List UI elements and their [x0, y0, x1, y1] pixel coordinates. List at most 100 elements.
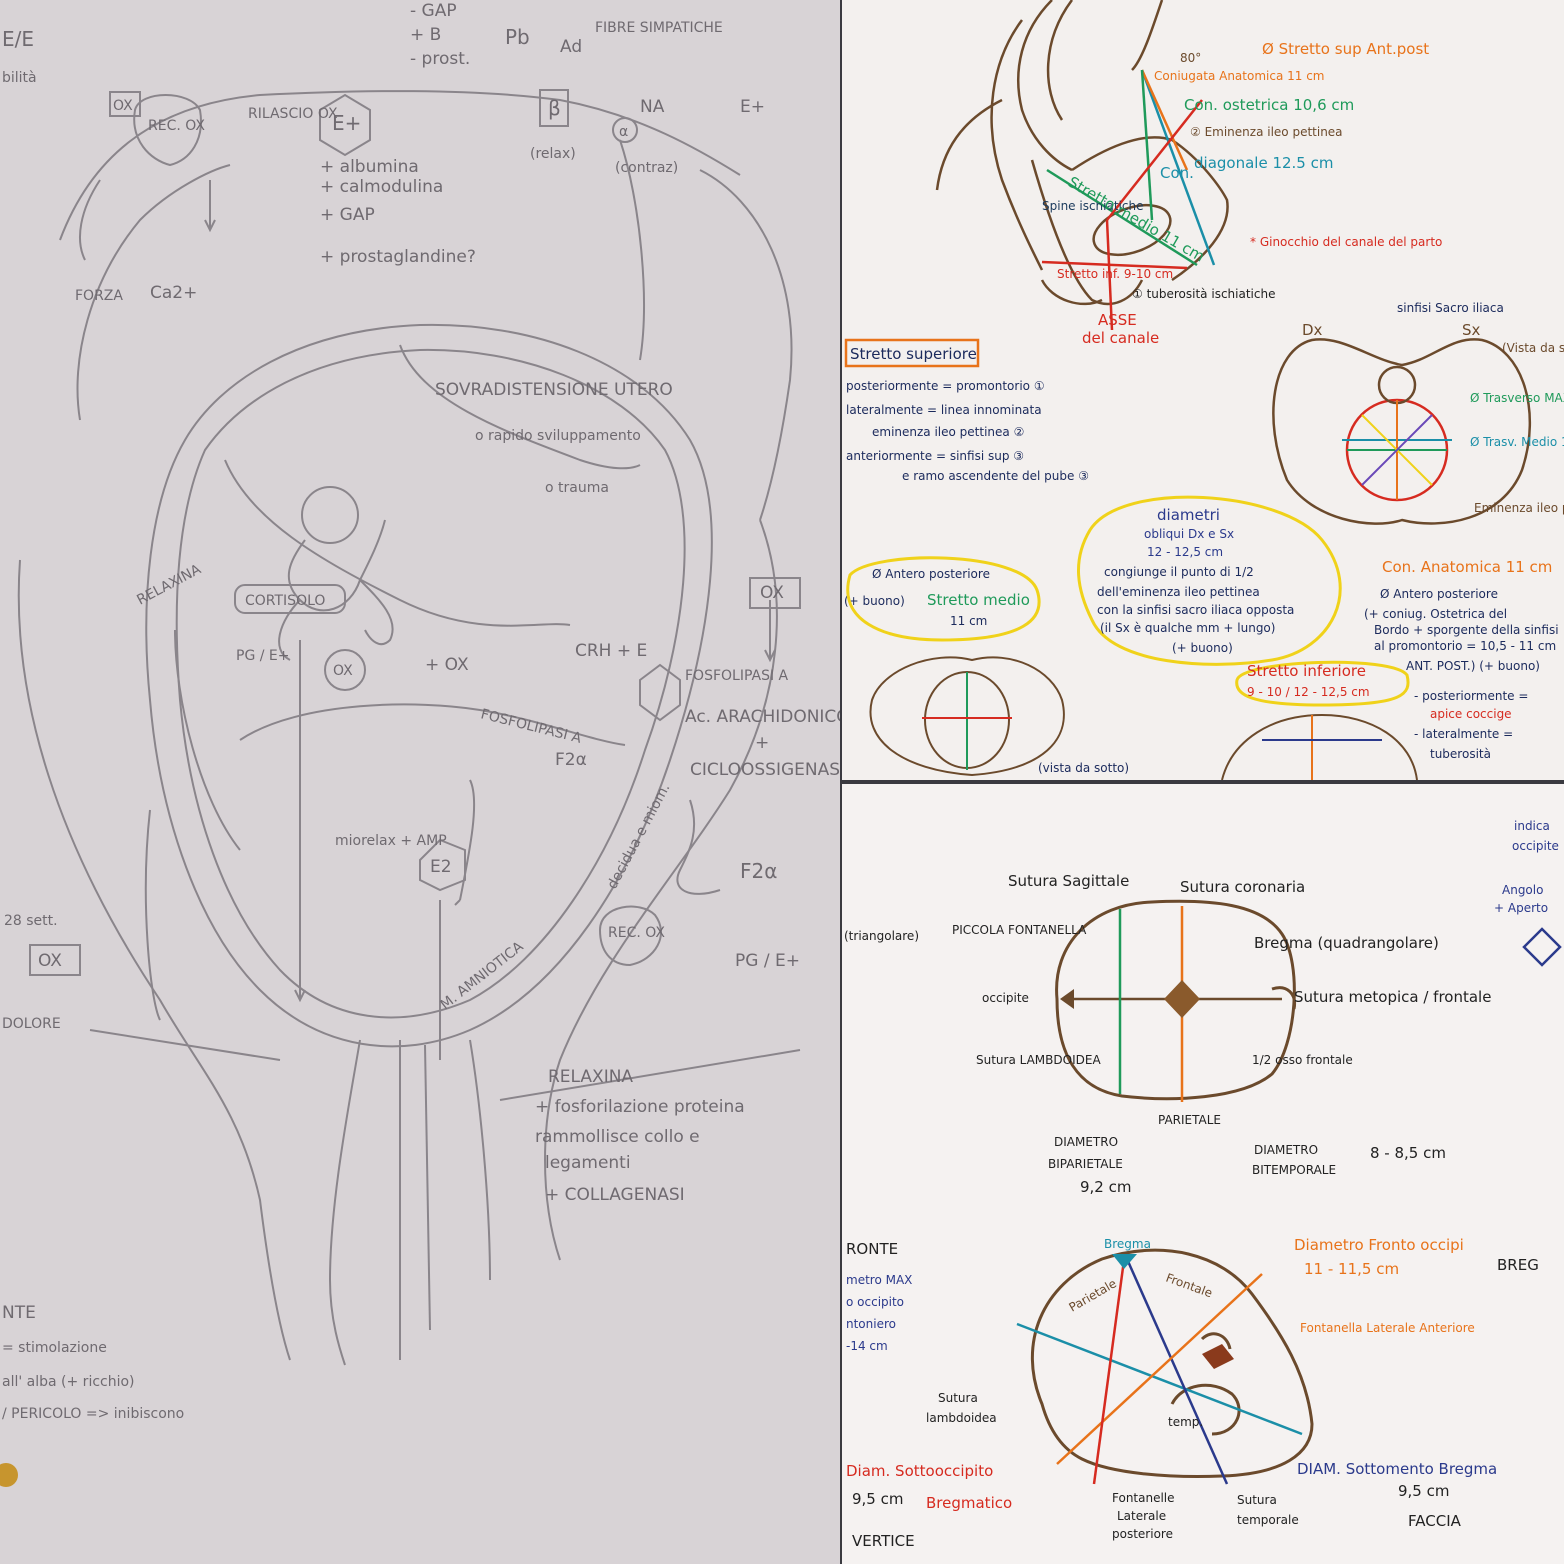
fronte-line: -14 cm	[846, 1339, 888, 1353]
fontanella-ant-marker	[1202, 1344, 1234, 1369]
relaxina-note-line: + COLLAGENASI	[545, 1185, 685, 1205]
note-right: Bordo + sporgente della sinfisi	[1374, 623, 1559, 637]
obliqui-subtitle: obliqui Dx e Sx	[1144, 527, 1234, 541]
forza-label: FORZA	[75, 288, 123, 304]
note-right: al promontorio = 10,5 - 11 cm	[1374, 639, 1556, 653]
stretto-superiore-title: Stretto superiore	[850, 345, 977, 363]
sx-label: Sx	[1462, 321, 1481, 339]
plus-label: +	[755, 733, 769, 753]
stretto-medio-line	[1046, 168, 1198, 267]
note-right: ANT. POST.) (+ buono)	[1406, 659, 1540, 673]
asse-canale-line	[1106, 99, 1203, 221]
relax-label: (relax)	[530, 146, 576, 162]
stretto-superiore-line: eminenza ileo pettinea ②	[872, 425, 1024, 439]
pelvis-side-outline	[935, 0, 1229, 306]
bregma-right-label: BREG	[1497, 1256, 1539, 1274]
lambdoidea-lower-label: Sutura	[938, 1391, 978, 1405]
paper-background	[0, 0, 840, 1564]
f2a-right-label: F2α	[740, 859, 777, 883]
fronto-occipitale-line	[1056, 1273, 1263, 1465]
biparietale-label: DIAMETRO	[1054, 1135, 1118, 1149]
stretto-superiore-line: posteriormente = promontorio ①	[846, 379, 1045, 393]
stretto-superiore-line: lateralmente = linea innominata	[846, 403, 1042, 417]
pelvis-page: 80° Ø Stretto sup Ant.post Coniugata Ana…	[842, 0, 1564, 780]
left-bottom-line: all' alba (+ ricchio)	[2, 1374, 135, 1390]
eminenza-small-label: Eminenza ileo pettinea	[1474, 501, 1564, 515]
skull-drawing: Sutura Sagittale Sutura coronaria (trian…	[844, 819, 1562, 1550]
temporale-label: Sutura	[1237, 1493, 1277, 1507]
calcium-label: Ca2+	[150, 283, 197, 303]
faccia-label: FACCIA	[1408, 1512, 1462, 1530]
bregma-marker	[1112, 1254, 1137, 1269]
bregma-fontanella-shape	[1164, 980, 1200, 1018]
note-right: tuberosità	[1430, 747, 1491, 761]
parietale-small-label: Parietale	[1067, 1276, 1119, 1314]
obliqui-desc: (il Sx è qualche mm + lungo)	[1100, 621, 1275, 635]
note-right: (+ coniug. Ostetrica del	[1364, 607, 1507, 621]
stretto-superiore-line: anteriormente = sinfisi sup ③	[846, 449, 1024, 463]
pg-e-label: PG / E+	[236, 648, 289, 664]
fronte-line: ntoniero	[846, 1317, 896, 1331]
fibre-simpatiche-label: FIBRE SIMPATICHE	[595, 20, 723, 36]
e-right-label: E+	[740, 97, 765, 117]
note-right: - lateralmente =	[1414, 727, 1513, 741]
stretto-inferiore-line	[1041, 260, 1188, 270]
parietale-label: PARIETALE	[1158, 1113, 1221, 1127]
obliqui-desc: congiunge il punto di 1/2	[1104, 565, 1254, 579]
dx-label: Dx	[1302, 321, 1323, 339]
left-edge-notes: E/E bilità 28 sett. OX DOLORE NTE = stim…	[2, 27, 184, 1422]
gap-item: - GAP	[410, 1, 457, 21]
fronte-line: o occipito	[846, 1295, 904, 1309]
piccola-fontanella-label: PICCOLA FONTANELLA	[952, 923, 1087, 937]
pb-label: Pb	[505, 25, 530, 49]
relaxina-note-line: legamenti	[545, 1153, 631, 1173]
na-label: NA	[640, 97, 665, 117]
skull-page: Sutura Sagittale Sutura coronaria (trian…	[842, 784, 1564, 1564]
pencil-diagram-page: - GAP + B - prost. Pb Ad FIBRE SIMPATICH…	[0, 0, 840, 1564]
cortisolo-label: CORTISOLO	[245, 593, 325, 609]
angle-label: 80°	[1180, 51, 1201, 65]
stretto-medio-bubble	[846, 556, 1041, 642]
alpha-label: α	[619, 124, 628, 140]
obliqui-value: 12 - 12,5 cm	[1147, 545, 1223, 559]
pelvis-drawing: 80° Ø Stretto sup Ant.post Coniugata Ana…	[844, 0, 1564, 780]
frontale-small-label: Frontale	[1164, 1271, 1214, 1301]
fronte-label: RONTE	[846, 1240, 898, 1258]
top-pencil-notes: - GAP + B - prost. Pb Ad FIBRE SIMPATICH…	[75, 1, 765, 304]
stretto-inferiore-bubble	[1235, 660, 1410, 707]
sottomento-value: 9,5 cm	[1398, 1482, 1449, 1500]
ox-left-label: OX	[38, 951, 62, 971]
antero-note: (+ buono)	[844, 594, 905, 608]
rilascio-ox-label: RILASCIO OX	[248, 106, 338, 122]
rapido-label: o rapido sviluppamento	[475, 428, 641, 444]
stretto-sup-label: Ø Stretto sup Ant.post	[1262, 40, 1429, 58]
sottoccipito-value: 9,5 cm	[852, 1490, 903, 1508]
tuberosita-label: ① tuberosità ischiatiche	[1132, 287, 1275, 301]
e2-label: E2	[430, 857, 452, 877]
trasverso-medio-label: Ø Trasv. Medio 12 cm	[1470, 435, 1564, 449]
biparietale-value: 9,2 cm	[1080, 1178, 1131, 1196]
note-right: - posteriormente =	[1414, 689, 1528, 703]
list-item: + prostaglandine?	[320, 247, 476, 267]
list-item: + calmodulina	[320, 177, 443, 197]
spine-label: Spine ischiatiche	[1042, 199, 1143, 213]
stretto-superiore-box	[844, 338, 980, 368]
rombo-icon	[1522, 927, 1562, 967]
relaxina-note: RELAXINA + fosforilazione proteina rammo…	[535, 1067, 745, 1205]
list-item: + GAP	[320, 205, 375, 225]
fronto-occipitale-value: 11 - 11,5 cm	[1304, 1260, 1399, 1278]
binder-ring-icon	[0, 1463, 18, 1487]
asse-label-2: del canale	[1082, 329, 1159, 347]
crh-label: CRH + E	[575, 641, 647, 661]
fontanelle-post-label-3: posteriore	[1112, 1527, 1173, 1541]
pg-e-right-label: PG / E+	[735, 951, 800, 971]
indica-label: indica	[1514, 819, 1550, 833]
stretto-superiore-line: e ramo ascendente del pube ③	[902, 469, 1089, 483]
metopica-label: Sutura metopica / frontale	[1294, 988, 1491, 1006]
indica-label-2: occipite	[1512, 839, 1559, 853]
coniugata-diagonale-line	[1140, 69, 1216, 266]
sinfisi-label: sinfisi Sacro iliaca	[1397, 301, 1504, 315]
fontanella-ant-label: Fontanella Laterale Anteriore	[1300, 1321, 1475, 1335]
ad-label: Ad	[560, 37, 582, 57]
sovradistensione-label: SOVRADISTENSIONE UTERO	[435, 380, 673, 400]
